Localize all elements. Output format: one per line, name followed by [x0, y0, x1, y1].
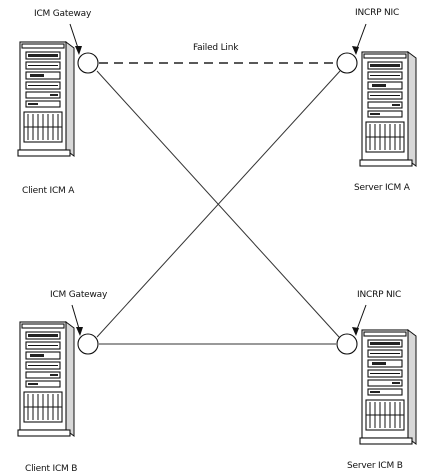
client-icm-b-label: Client ICM B	[25, 464, 77, 474]
incrp-nic-bottom-label: INCRP NIC	[357, 290, 401, 300]
client-icm-a-label: Client ICM A	[22, 186, 75, 196]
icm-gateway-bottom-label: ICM Gateway	[50, 290, 108, 300]
server-icm-a-server-icon	[359, 51, 417, 167]
icm-gateway-top-label: ICM Gateway	[34, 9, 92, 19]
server-b-nic-node	[336, 333, 358, 355]
client-icm-a-server-icon	[17, 41, 75, 157]
link-server-a-to-client-b	[96, 70, 341, 338]
server-b-nic-pointer	[352, 304, 367, 336]
server-a-nic-node	[336, 52, 358, 74]
failed-link-label: Failed Link	[193, 43, 239, 53]
client-icm-b-server-icon	[17, 321, 75, 437]
incrp-nic-top-label: INCRP NIC	[355, 8, 399, 18]
server-icm-a-label: Server ICM A	[354, 183, 411, 193]
client-a-gateway-node	[77, 52, 99, 74]
server-icm-b-server-icon	[359, 329, 417, 445]
server-icm-b-label: Server ICM B	[347, 461, 403, 471]
client-b-gateway-pointer	[71, 304, 83, 336]
client-a-gateway-pointer	[69, 23, 82, 55]
server-a-nic-pointer	[352, 23, 367, 55]
client-b-gateway-node	[77, 333, 99, 355]
